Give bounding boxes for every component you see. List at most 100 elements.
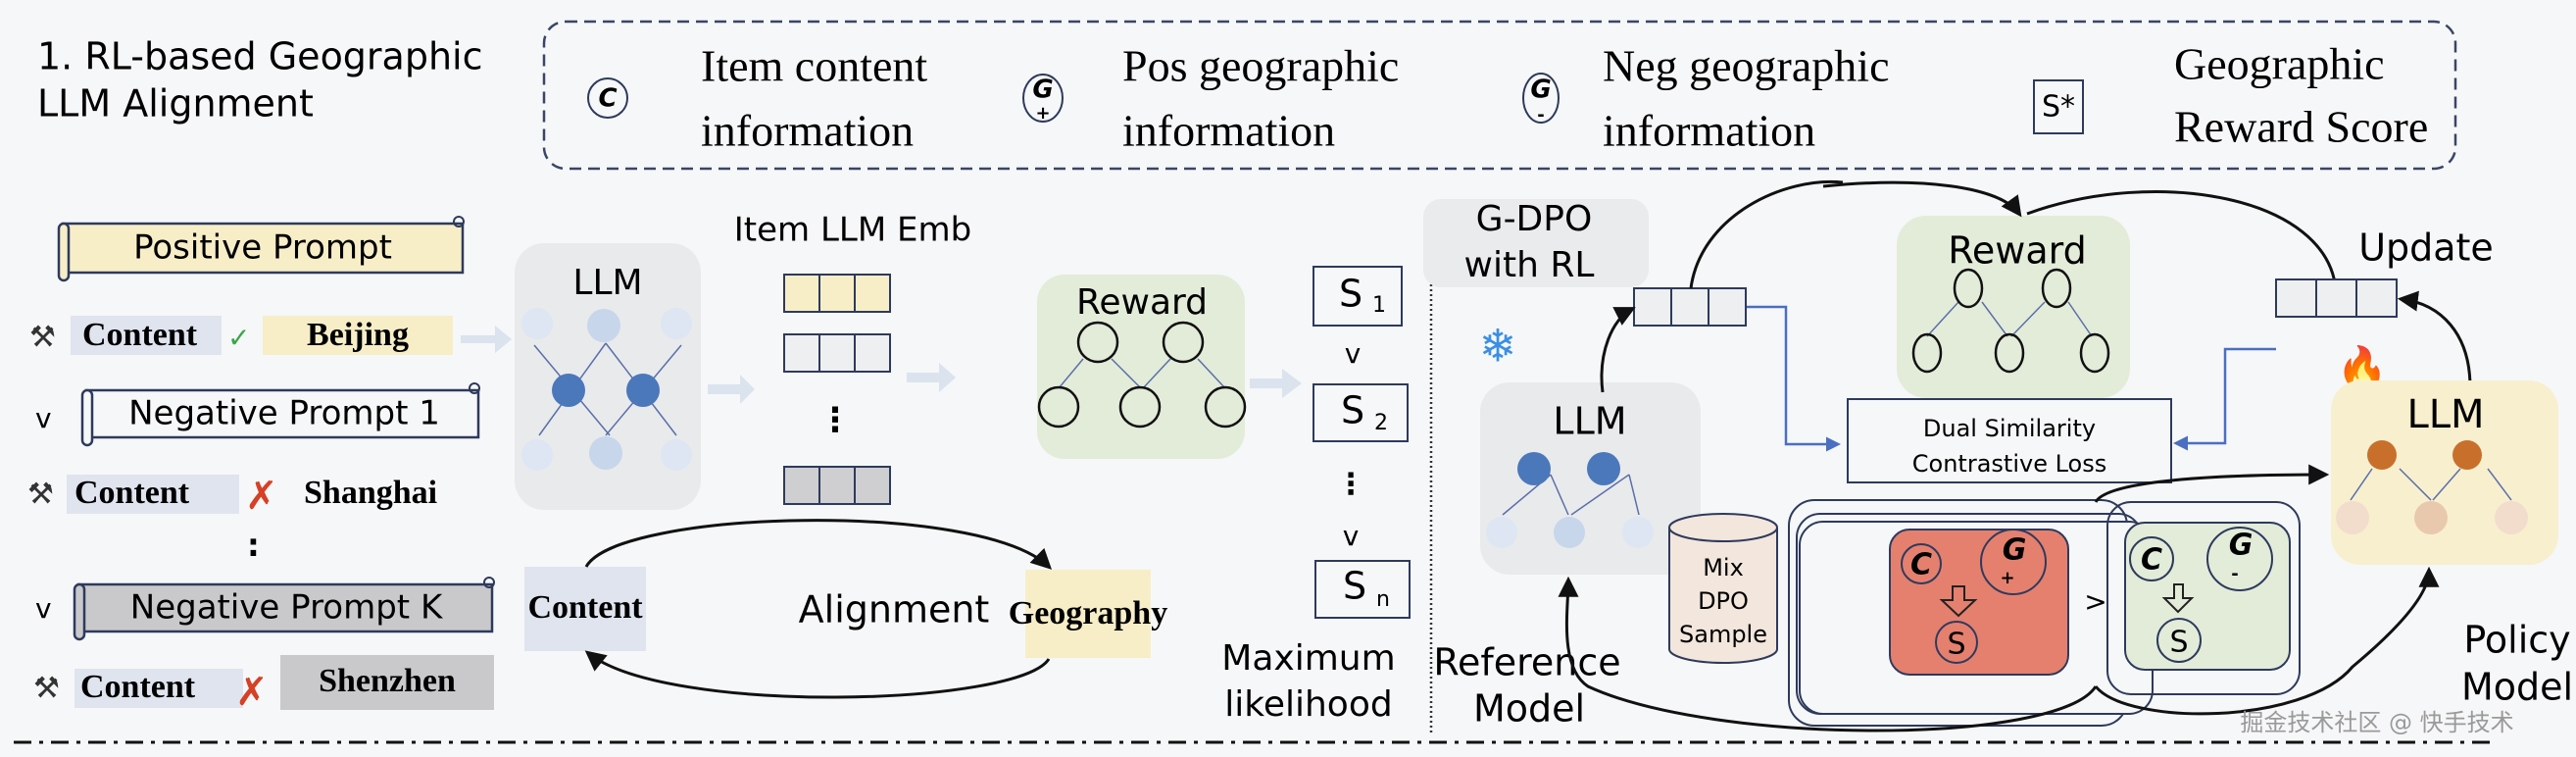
score-symbol: S (1947, 628, 1965, 662)
legend-item-neg-geo: G - Neg geographic information (1522, 41, 1890, 156)
score-s1: S (1339, 273, 1362, 316)
negative-prompt-k-scroll: Negative Prompt K (73, 577, 495, 641)
score-sub: 2 (1374, 411, 1388, 435)
hammer-pick-icon: ⚒ (29, 321, 56, 355)
pos-sign: + (2000, 568, 2014, 588)
section-title: 1. RL-based Geographic LLM Alignment (37, 35, 483, 126)
watermark: 掘金技术社区 @ 快手技术 (2240, 709, 2513, 736)
content-chip: Content (74, 475, 190, 511)
negative-prompt-k-label: Negative Prompt K (130, 588, 444, 628)
positive-prompt-label: Positive Prompt (133, 228, 392, 268)
prompt-row-beijing: ⚒ Content ✓ Beijing (29, 316, 453, 355)
scores-column: S 1 v S 2 ⋮ v S n (1313, 266, 1411, 619)
prompts-column: Positive Prompt ⚒ Content ✓ Beijing v Ne… (27, 216, 512, 715)
arrow-icon (708, 375, 755, 404)
geo-chip-shenzhen: Shenzhen (319, 663, 456, 699)
node (661, 308, 692, 339)
arrow-icon (461, 326, 512, 353)
mix-dpo-sample-cylinder: Mix DPO Sample (1668, 513, 1778, 664)
node (521, 439, 553, 471)
legend-label: Neg geographic (1603, 41, 1890, 91)
ref-embedding (1633, 287, 1747, 327)
reference-model-line-1: Reference (1433, 641, 1620, 684)
sample-line-3: Sample (1679, 621, 1767, 648)
arrow-icon (907, 363, 956, 392)
neg-geo-symbol: G (2229, 529, 2254, 563)
score-sn: S (1343, 565, 1366, 608)
legend-label: Pos geographic (1122, 41, 1399, 91)
legend-symbol: S* (2042, 90, 2075, 125)
alignment-cycle: Content Alignment Geography Maximum like… (524, 519, 1396, 725)
ref-llm-label: LLM (1553, 400, 1626, 443)
cross-icon: ✗ (245, 474, 278, 519)
content-circle-icon (587, 77, 628, 119)
score-symbol: S (2169, 626, 2188, 660)
greater-than-sign: v (35, 592, 52, 625)
reward-label: Reward (1948, 229, 2087, 273)
negative-prompt-1-scroll: Negative Prompt 1 (80, 382, 480, 447)
check-icon: ✓ (227, 322, 250, 354)
score-ellipsis: ⋮ (1336, 468, 1365, 502)
legend-label: information (1122, 106, 1335, 156)
legend-item-content: C Item content information (587, 41, 927, 156)
greater-than-sign: > (2084, 585, 2106, 618)
legend-label: Reward Score (2174, 102, 2428, 152)
cross-icon: ✗ (235, 670, 269, 715)
max-likelihood-line-2: likelihood (1224, 684, 1392, 725)
gdpo-line-2: with RL (1464, 245, 1595, 285)
title-line-2: LLM Alignment (37, 82, 314, 126)
contrastive-loss-box: Dual Similarity Contrastive Loss (1847, 398, 2172, 483)
policy-model-line-2: Model (2461, 666, 2573, 709)
neg-geo-circle-icon (1522, 73, 1560, 124)
title-line-1: 1. RL-based Geographic (37, 35, 483, 78)
negative-prompt-1-label: Negative Prompt 1 (128, 394, 440, 433)
down-arrow-icon (2161, 583, 2195, 614)
node (626, 374, 660, 407)
hammer-pick-icon: ⚒ (33, 672, 60, 706)
positive-sample-card: C G + S (1889, 529, 2069, 676)
node (589, 436, 622, 470)
neg-sign: - (2231, 564, 2238, 584)
score-s2: S (1341, 389, 1364, 432)
reference-llm-box: LLM (1480, 382, 1701, 575)
content-symbol: C (1910, 548, 1932, 582)
legend-item-pos-geo: G + Pos geographic information (1022, 41, 1399, 156)
stage2-reward-box: Reward (1897, 216, 2130, 398)
hammer-pick-icon: ⚒ (27, 478, 54, 512)
policy-llm-box: LLM (2331, 380, 2558, 565)
gdpo-label: G-DPO with RL (1423, 199, 1649, 287)
reference-model-line-2: Model (1473, 687, 1585, 731)
negative-sample-card: C G - S (2106, 501, 2301, 695)
dpo-pair-stack: C G + S > C G - S (1788, 499, 2301, 727)
legend-sign: + (1035, 103, 1050, 124)
down-arrow-icon (1939, 585, 1978, 618)
legend-label: information (1603, 106, 1815, 156)
loss-line-1: Dual Similarity (1923, 415, 2096, 442)
snowflake-frozen-icon: ❄ (1479, 320, 1517, 373)
prompt-row-shanghai: ⚒ Content ✗ Shanghai (27, 474, 437, 519)
reward-score-box-icon (2033, 79, 2084, 134)
greater-than-sign: v (1343, 520, 1360, 552)
legend-box: C Item content information G + Pos geogr… (542, 20, 2457, 171)
score-sub: 1 (1372, 293, 1386, 318)
content-chip: Content (82, 317, 198, 353)
greater-than-sign: v (35, 402, 52, 434)
legend-sign: - (1537, 105, 1544, 126)
legend-item-reward-score: S* Geographic Reward Score (2033, 39, 2428, 152)
gdpo-line-1: G-DPO (1476, 199, 1593, 239)
node (661, 439, 692, 471)
reward-label: Reward (1076, 282, 1208, 323)
ellipsis: : (247, 527, 260, 564)
positive-prompt-scroll: Positive Prompt (57, 216, 465, 282)
score-sub: n (1376, 587, 1390, 612)
llm-label: LLM (572, 263, 642, 303)
content-symbol: C (2141, 543, 2162, 578)
legend-symbol: G (1032, 76, 1053, 105)
content-box: Content (527, 589, 643, 626)
loss-line-2: Contrastive Loss (1912, 450, 2106, 478)
pos-geo-circle-icon (1022, 74, 1064, 123)
content-chip: Content (80, 669, 196, 705)
arrow-icon (1250, 369, 1302, 398)
alignment-label: Alignment (799, 588, 990, 631)
prompt-row-shenzhen: ⚒ Content ✗ Shenzhen (33, 655, 494, 715)
